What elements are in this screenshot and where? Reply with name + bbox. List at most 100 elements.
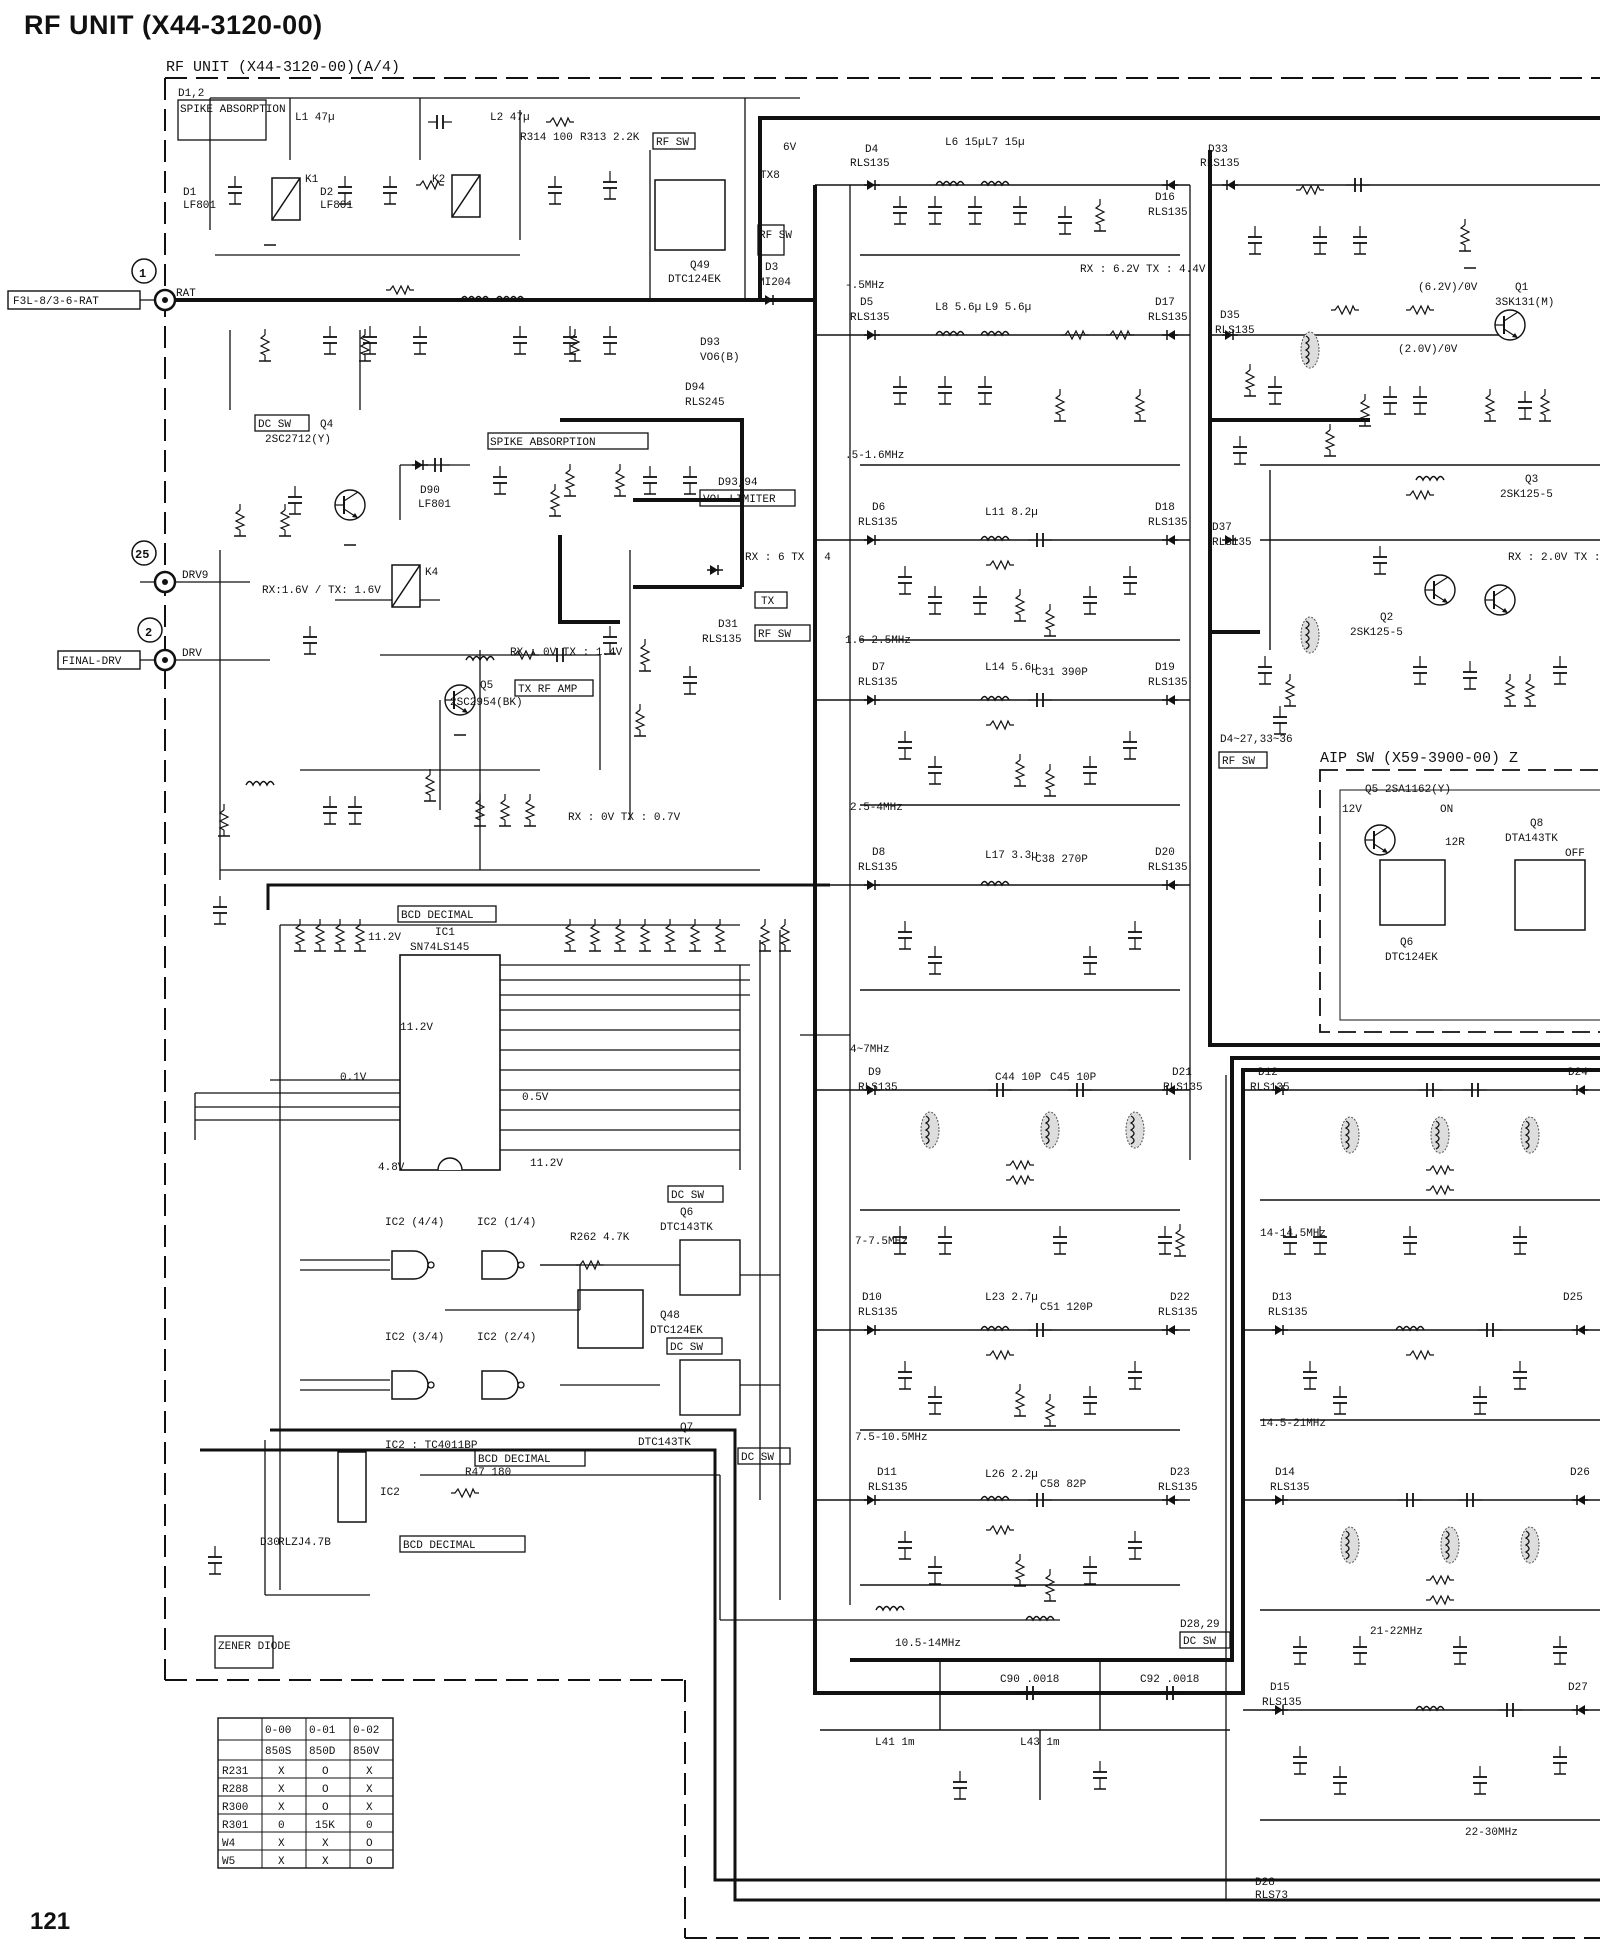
q2-type: 2SK125-5 bbox=[1350, 627, 1403, 639]
d28-label: D28 bbox=[1255, 1877, 1275, 1889]
q3-label: Q3 bbox=[1525, 474, 1538, 486]
q6-label: Q6 bbox=[680, 1207, 693, 1219]
spike-absorption-label: SPIKE ABSORPTION bbox=[180, 104, 286, 116]
r313-label: R313 2.2K bbox=[580, 132, 640, 144]
ic2-label: IC2 bbox=[380, 1487, 400, 1499]
d8-label: D8 bbox=[872, 847, 885, 859]
band-label: 4~7MHz bbox=[850, 1044, 890, 1056]
voltage-vol: RX : 6 TX : 4 bbox=[745, 552, 831, 564]
d20-type: RLS135 bbox=[1148, 862, 1188, 874]
l9-label: L9 5.6µ bbox=[985, 302, 1031, 314]
d30-type: RLZJ4.7B bbox=[278, 1537, 331, 1549]
tx-rf-amp-label: TX RF AMP bbox=[518, 684, 578, 696]
connector-2[interactable]: 2 FINAL-DRV DRV bbox=[57, 617, 202, 672]
connector-2-number: 2 bbox=[145, 626, 152, 640]
l8-label: L8 5.6µ bbox=[935, 302, 981, 314]
q5-label: Q5 bbox=[480, 680, 493, 692]
d33-label: D33 bbox=[1208, 144, 1228, 156]
ic1-label: IC1 bbox=[435, 927, 455, 939]
component-labels: D1,2 D1 LF801 D2 LF801 K1 K2 K4 L1 47µ L… bbox=[178, 88, 1590, 1902]
ic1-type: SN74LS145 bbox=[410, 942, 469, 954]
table-cell: X bbox=[366, 1784, 373, 1796]
d20-label: D20 bbox=[1155, 847, 1175, 859]
band-label: -.5MHz bbox=[845, 280, 885, 292]
ic2-44-label: IC2 (4/4) bbox=[385, 1217, 444, 1229]
tx8-label: TX8 bbox=[760, 170, 780, 182]
c38-label: C38 270P bbox=[1035, 854, 1088, 866]
voltage-ic1-e: 11.2V bbox=[530, 1158, 563, 1170]
l17-label: L17 3.3µ bbox=[985, 850, 1038, 862]
q49-label: Q49 bbox=[690, 260, 710, 272]
page-number: 121 bbox=[30, 1908, 71, 1935]
table-subheader: 850D bbox=[309, 1746, 336, 1758]
l41-label: L41 1m bbox=[875, 1737, 915, 1749]
vol-limiter-label: VOL LIMITER bbox=[703, 494, 776, 506]
d4-range-note: D4~27,33~36 bbox=[1220, 734, 1293, 746]
voltage-aip-off: OFF bbox=[1565, 848, 1585, 860]
connector-1-label: F3L-8/3-6-RAT bbox=[13, 296, 99, 308]
band-label: 2.5-4MHz bbox=[850, 802, 903, 814]
table-cell: X bbox=[322, 1856, 329, 1868]
ic1-chip bbox=[399, 954, 501, 1171]
band-label: 21-22MHz bbox=[1370, 1626, 1423, 1638]
d9-type: RLS135 bbox=[858, 1082, 898, 1094]
d37-label: D37 bbox=[1212, 522, 1232, 534]
voltage-q3: RX : 2.0V TX : 0V bbox=[1508, 552, 1600, 564]
table-cell: X bbox=[278, 1838, 285, 1850]
d15-type: RLS135 bbox=[1262, 1697, 1302, 1709]
dc-sw-q4-label: DC SW bbox=[258, 419, 291, 431]
connector-25[interactable]: 25 DRV9 bbox=[131, 540, 208, 594]
connector-1[interactable]: 1 F3L-8/3-6-RAT RAT bbox=[7, 258, 196, 312]
voltage-ic1-a: 11.2V bbox=[400, 1022, 433, 1034]
q3-type: 2SK125-5 bbox=[1500, 489, 1553, 501]
q8-label: Q8 bbox=[1530, 818, 1543, 830]
bcd-decimal-ic2-label: BCD DECIMAL bbox=[403, 1540, 476, 1552]
voltage-q1-g2: (2.0V)/0V bbox=[1398, 344, 1458, 356]
boxed-labels bbox=[177, 99, 1268, 1669]
table-cell: R288 bbox=[222, 1784, 248, 1796]
table-subheader: 850V bbox=[353, 1746, 380, 1758]
d21-label: D21 bbox=[1172, 1067, 1192, 1079]
connector-25-net: DRV9 bbox=[182, 570, 208, 582]
d17-label: D17 bbox=[1155, 297, 1175, 309]
table-cell: X bbox=[278, 1802, 285, 1814]
d24-label: D24 bbox=[1568, 1067, 1588, 1079]
d2-label: D2 bbox=[320, 187, 333, 199]
table-cell: X bbox=[278, 1856, 285, 1868]
d31-label: D31 bbox=[718, 619, 738, 631]
band-label: 22-30MHz bbox=[1465, 1827, 1518, 1839]
voltage-ic1-vcc: 11.2V bbox=[368, 932, 401, 944]
d9394-label: D93,94 bbox=[718, 477, 758, 489]
d7-type: RLS135 bbox=[858, 677, 898, 689]
l26-label: L26 2.2µ bbox=[985, 1469, 1038, 1481]
c58-label: C58 82P bbox=[1040, 1479, 1087, 1491]
table-cell: O bbox=[366, 1838, 373, 1850]
ic2-14-label: IC2 (1/4) bbox=[477, 1217, 536, 1229]
q5b-label: Q5 bbox=[1365, 784, 1378, 796]
d28-type: RLS73 bbox=[1255, 1890, 1288, 1902]
d8-type: RLS135 bbox=[858, 862, 898, 874]
l14-label: L14 5.6µ bbox=[985, 662, 1038, 674]
table-cell: X bbox=[366, 1766, 373, 1778]
d5-label: D5 bbox=[860, 297, 873, 309]
d25-label: D25 bbox=[1563, 1292, 1583, 1304]
rf-sw-label: RF SW bbox=[656, 137, 689, 149]
d37-type: RLS135 bbox=[1212, 537, 1252, 549]
table-cell: 0 bbox=[366, 1820, 373, 1832]
d14-label: D14 bbox=[1275, 1467, 1295, 1479]
d90-type: LF801 bbox=[418, 499, 451, 511]
d16-type: RLS135 bbox=[1148, 207, 1188, 219]
d12b-type: RLS135 bbox=[1250, 1082, 1290, 1094]
rf-sw-d31-label: RF SW bbox=[758, 629, 791, 641]
ic2-24-label: IC2 (2/4) bbox=[477, 1332, 536, 1344]
voltage-ic1-c: 0.5V bbox=[522, 1092, 549, 1104]
d5-type: RLS135 bbox=[850, 312, 890, 324]
q1-type: 3SK131(M) bbox=[1495, 297, 1554, 309]
band-label: 7.5-10.5MHz bbox=[855, 1432, 928, 1444]
table-cell: R301 bbox=[222, 1820, 249, 1832]
q49-type: DTC124EK bbox=[668, 274, 721, 286]
d2-type: LF801 bbox=[320, 200, 353, 212]
d2829-label: D28,29 bbox=[1180, 1619, 1220, 1631]
l1-label: L1 47µ bbox=[295, 112, 335, 124]
table-cell: X bbox=[278, 1766, 285, 1778]
